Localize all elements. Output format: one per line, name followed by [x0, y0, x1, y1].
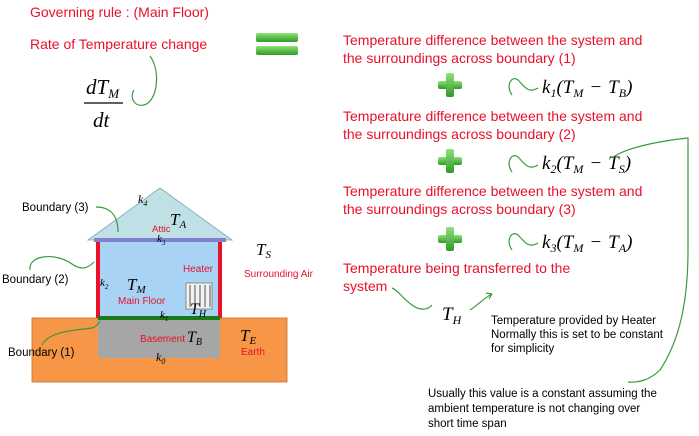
house-illustration: Attic Main Floor Basement Heater Surroun…	[2, 187, 314, 383]
k1-symbol: k1	[160, 309, 168, 323]
term2-formula: k2(TM−TS)	[542, 153, 631, 176]
term1-line1: Temperature difference between the syste…	[343, 32, 642, 48]
arrow-term3	[508, 233, 539, 251]
attic-label: Attic	[152, 224, 171, 235]
arrow-heater-note	[469, 292, 493, 311]
k0-symbol: k0	[156, 350, 165, 366]
term3-line1: Temperature difference between the syste…	[343, 183, 642, 199]
ambient-note-line3: short time span	[428, 418, 507, 430]
derivative-d: d	[86, 75, 97, 99]
heater-symbol: TH	[442, 304, 463, 327]
radiator-heater-icon	[185, 282, 213, 310]
governing-rule-title: Governing rule : (Main Floor)	[30, 4, 209, 20]
plus-sign-2-icon	[438, 149, 462, 173]
derivative-T: T	[97, 75, 110, 99]
TB-symbol: TB	[187, 329, 202, 348]
term2-line1: Temperature difference between the syste…	[343, 108, 642, 124]
boundary2-label: Boundary (2)	[2, 274, 69, 286]
derivative-expression: dTM dt	[84, 75, 123, 132]
equals-sign-icon	[256, 33, 298, 55]
derivative-T-sub: M	[107, 86, 120, 101]
TS-symbol: TS	[256, 240, 271, 261]
basement-region	[98, 318, 220, 358]
plus-sign-3-icon	[438, 227, 462, 251]
heater-term-line1: Temperature being transferred to the	[343, 260, 570, 276]
TA-symbol: TA	[170, 210, 186, 231]
earth-label: Earth	[241, 347, 265, 358]
derivative-denominator: dt	[93, 108, 111, 132]
heater-note-line1: Temperature provided by Heater	[491, 315, 656, 327]
k2-symbol: k2	[100, 277, 109, 291]
heater-label: Heater	[183, 264, 214, 275]
boundary3-label: Boundary (3)	[22, 202, 89, 214]
heater-note-line2: Normally this is set to be constant	[491, 329, 664, 341]
plus-sign-1-icon	[438, 73, 462, 97]
ambient-note-line1: Usually this value is a constant assumin…	[428, 388, 657, 400]
arrow-rate-to-derivative	[131, 55, 158, 106]
TM-symbol: TM	[127, 275, 146, 296]
heater-note-line3: for simplicity	[491, 343, 555, 355]
svg-text:dTM: dTM	[86, 75, 120, 101]
heater-term-line2: system	[343, 278, 387, 294]
ambient-note-line2: ambient temperature is not changing over	[428, 403, 640, 415]
arrow-heater-term	[391, 287, 433, 310]
k3-symbol: k3	[157, 233, 166, 247]
boundary1-label: Boundary (1)	[8, 347, 75, 359]
term3-line2: the surroundings across boundary (3)	[343, 201, 576, 217]
TH-symbol: TH	[190, 301, 207, 320]
arrow-term1	[508, 78, 539, 96]
arrow-boundary2	[29, 256, 95, 271]
TE-symbol: TE	[240, 326, 256, 347]
arrow-boundary3	[95, 206, 119, 233]
basement-label: Basement	[140, 334, 185, 345]
term3-formula: k3(TM−TA)	[542, 232, 632, 255]
main-floor-label: Main Floor	[118, 296, 166, 307]
arrow-boundary1	[41, 320, 101, 346]
k4-symbol: k4	[138, 192, 147, 208]
term1-formula: k1(TM−TB)	[542, 77, 632, 100]
term1-line2: the surroundings across boundary (1)	[343, 50, 576, 66]
term2-line2: the surroundings across boundary (2)	[343, 126, 576, 142]
arrow-term2	[508, 155, 539, 173]
arrow-ambient-note	[611, 137, 689, 383]
rate-of-change-label: Rate of Temperature change	[30, 36, 207, 52]
surrounding-air-label: Surrounding Air	[244, 269, 314, 280]
